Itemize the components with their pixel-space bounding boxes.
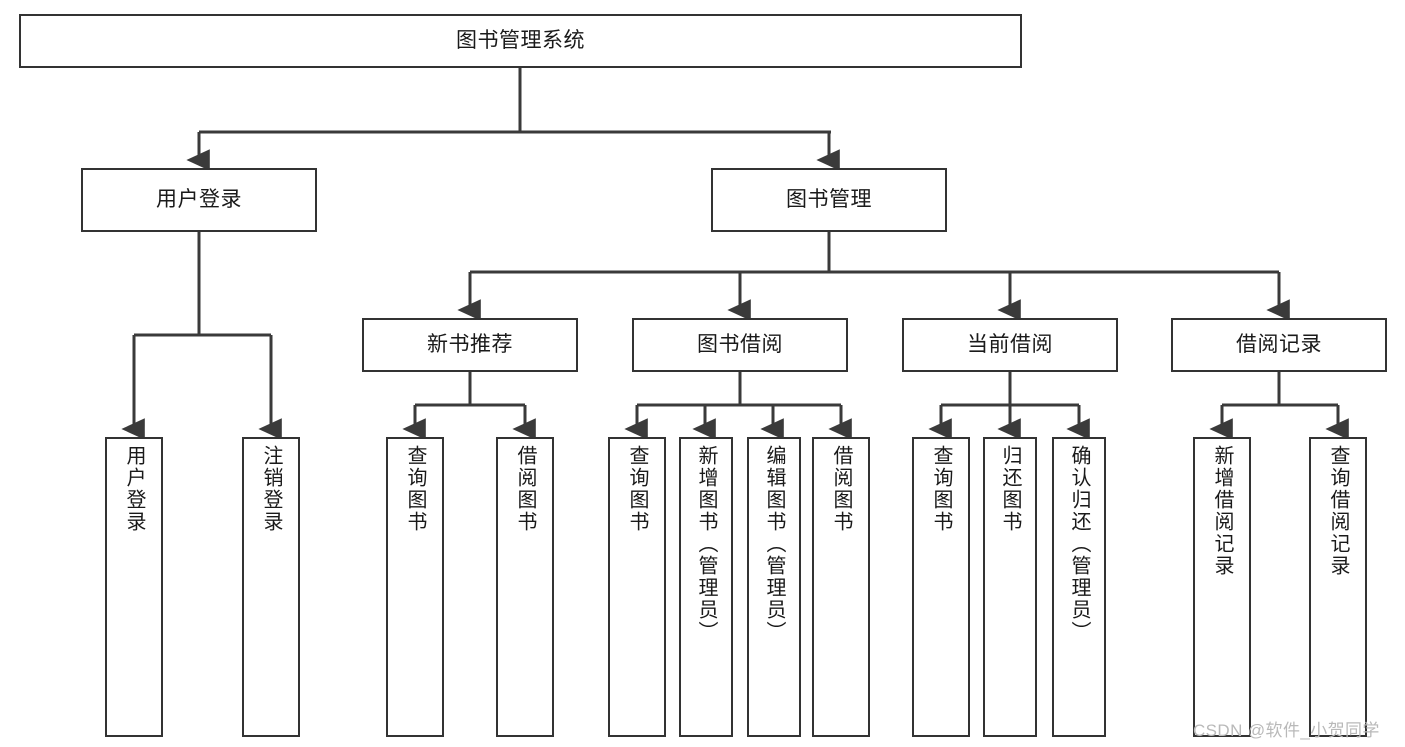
node-label: 图书借阅 bbox=[697, 333, 783, 357]
node-label: 用户登录 bbox=[123, 445, 145, 533]
node-borrow-record[interactable]: 借阅记录 bbox=[1171, 318, 1387, 372]
node-new-book-recommend[interactable]: 新书推荐 bbox=[362, 318, 578, 372]
node-root-book-management-system[interactable]: 图书管理系统 bbox=[19, 14, 1022, 68]
node-leaf-user-login[interactable]: 用户登录 bbox=[105, 437, 163, 737]
node-leaf-confirm-return-admin[interactable]: 确认归还（管理员） bbox=[1052, 437, 1106, 737]
node-user-login[interactable]: 用户登录 bbox=[81, 168, 317, 232]
node-label: 确认归还（管理员） bbox=[1068, 445, 1090, 643]
node-label: 借阅图书 bbox=[514, 445, 536, 533]
node-leaf-logout[interactable]: 注销登录 bbox=[242, 437, 300, 737]
node-label: 编辑图书（管理员） bbox=[763, 445, 785, 643]
node-label: 查询图书 bbox=[626, 445, 648, 533]
node-label: 注销登录 bbox=[260, 445, 282, 533]
node-leaf-add-book-admin[interactable]: 新增图书（管理员） bbox=[679, 437, 733, 737]
node-label: 查询图书 bbox=[404, 445, 426, 533]
node-leaf-borrow-book-recommend[interactable]: 借阅图书 bbox=[496, 437, 554, 737]
node-label: 归还图书 bbox=[999, 445, 1021, 533]
node-label: 新增借阅记录 bbox=[1211, 445, 1233, 577]
node-label: 用户登录 bbox=[156, 188, 242, 212]
node-leaf-search-book-borrow[interactable]: 查询图书 bbox=[608, 437, 666, 737]
node-leaf-search-book-recommend[interactable]: 查询图书 bbox=[386, 437, 444, 737]
node-label: 新书推荐 bbox=[427, 333, 513, 357]
node-book-borrow[interactable]: 图书借阅 bbox=[632, 318, 848, 372]
node-label: 新增图书（管理员） bbox=[695, 445, 717, 643]
node-label: 借阅图书 bbox=[830, 445, 852, 533]
node-leaf-edit-book-admin[interactable]: 编辑图书（管理员） bbox=[747, 437, 801, 737]
node-label: 图书管理系统 bbox=[456, 29, 585, 53]
node-label: 查询借阅记录 bbox=[1327, 445, 1349, 577]
node-label: 图书管理 bbox=[786, 188, 872, 212]
node-label: 查询图书 bbox=[930, 445, 952, 533]
node-leaf-search-borrow-record[interactable]: 查询借阅记录 bbox=[1309, 437, 1367, 737]
node-leaf-add-borrow-record[interactable]: 新增借阅记录 bbox=[1193, 437, 1251, 737]
node-label: 借阅记录 bbox=[1236, 333, 1322, 357]
node-current-borrow[interactable]: 当前借阅 bbox=[902, 318, 1118, 372]
node-leaf-return-book[interactable]: 归还图书 bbox=[983, 437, 1037, 737]
node-book-management[interactable]: 图书管理 bbox=[711, 168, 947, 232]
node-leaf-borrow-book[interactable]: 借阅图书 bbox=[812, 437, 870, 737]
node-label: 当前借阅 bbox=[967, 333, 1053, 357]
node-leaf-search-book-current[interactable]: 查询图书 bbox=[912, 437, 970, 737]
watermark-csdn: CSDN @软件_小贺同学 bbox=[1193, 721, 1380, 740]
